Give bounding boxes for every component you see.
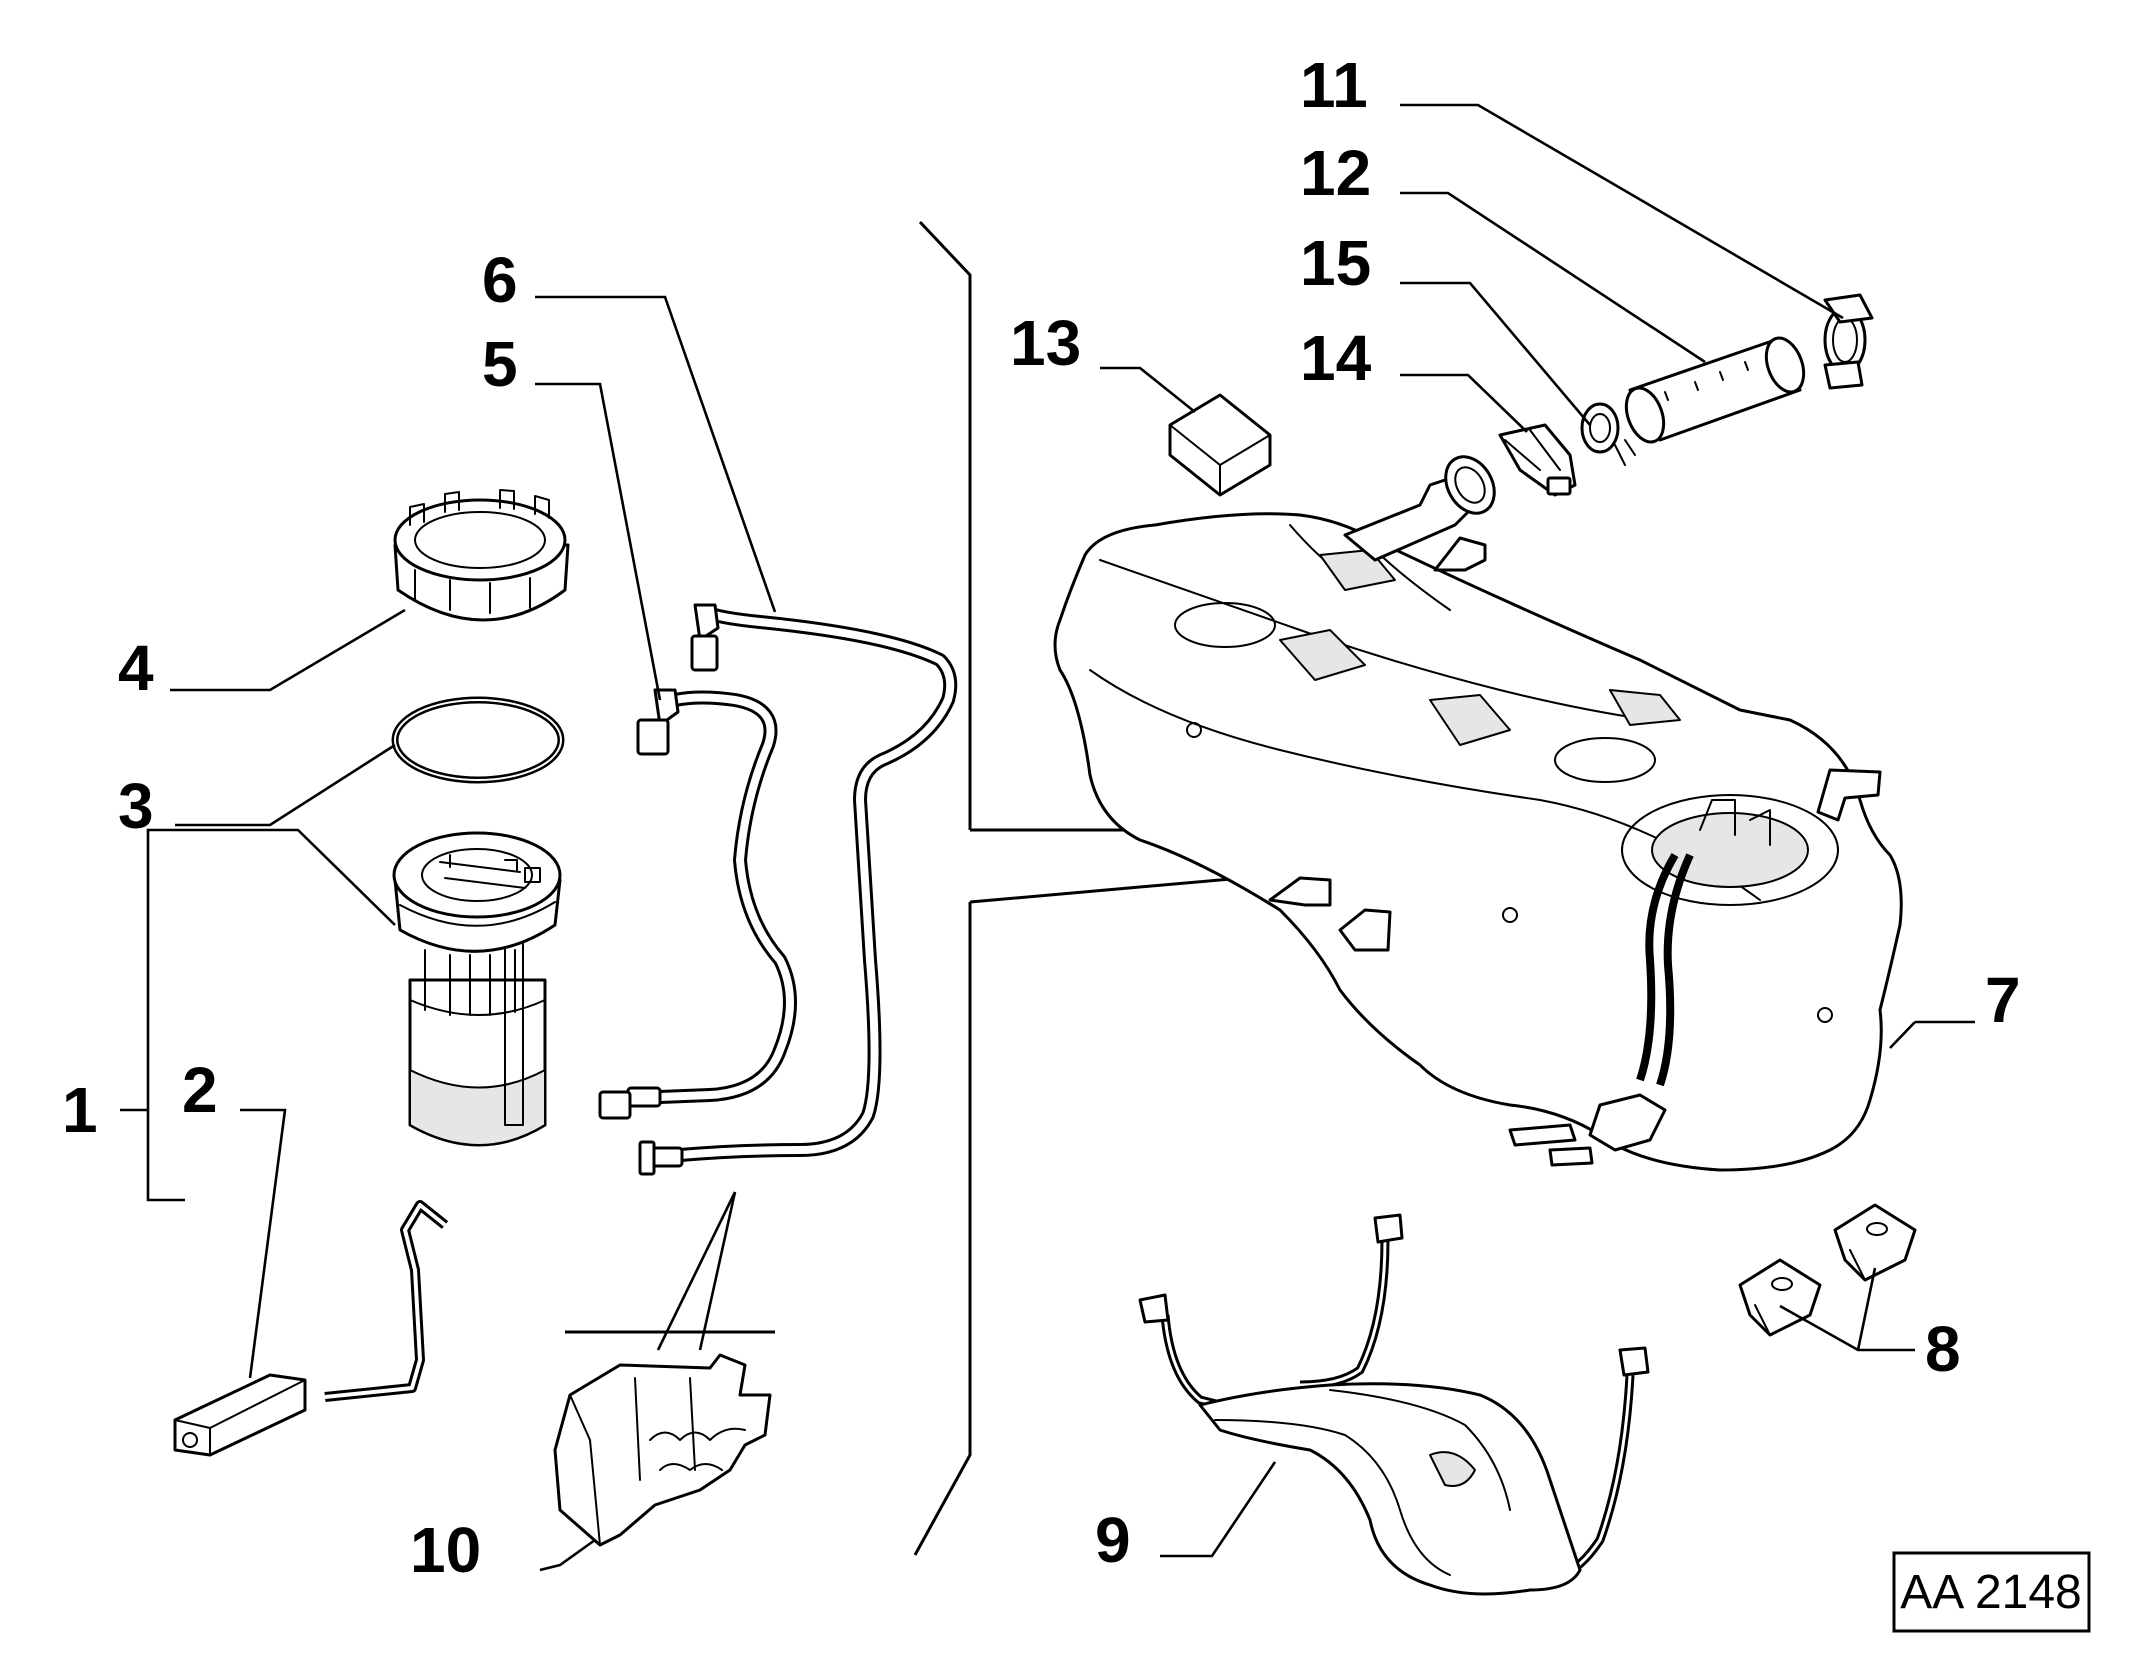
- part-label-1: 1: [62, 1074, 98, 1146]
- part-label-3: 3: [118, 770, 154, 842]
- reference-code: AA 2148: [1900, 1566, 2082, 1619]
- fuel-pump-module-drawing: [392, 831, 562, 1147]
- fuel-tank-drawing: [1053, 455, 1903, 1172]
- leader-lines: [120, 103, 1975, 1572]
- part-label-7: 7: [1985, 964, 2021, 1036]
- part-label-2: 2: [182, 1054, 218, 1126]
- filler-hose-parts-drawing: [1498, 293, 1874, 497]
- part-label-8: 8: [1925, 1313, 1961, 1385]
- heat-shield-drawing: [1138, 1213, 1650, 1596]
- part-label-10: 10: [410, 1514, 481, 1586]
- ring-nut-drawing: [393, 489, 570, 622]
- fuel-pipes-drawing: [598, 603, 958, 1176]
- gasket-drawing: [391, 696, 565, 784]
- part-label-5: 5: [482, 328, 518, 400]
- part-label-13: 13: [1010, 307, 1081, 379]
- brackets-drawing: [1738, 1203, 1917, 1337]
- part-label-4: 4: [118, 632, 154, 704]
- part-label-11: 11: [1300, 49, 1368, 121]
- part-label-9: 9: [1095, 1504, 1131, 1576]
- pad-drawing: [1168, 393, 1272, 497]
- part-label-15: 15: [1300, 227, 1371, 299]
- part-label-6: 6: [482, 244, 518, 316]
- pipe-clip-drawing: [553, 1330, 775, 1547]
- reference-code-box: AA 2148: [1892, 1551, 2091, 1633]
- level-sensor-drawing: [173, 1200, 449, 1457]
- part-label-12: 12: [1300, 137, 1371, 209]
- part-labels: 1 2 3 4 5 6 7 8 9 10 11 12 13 14 15: [62, 49, 2021, 1586]
- part-label-14: 14: [1300, 322, 1372, 394]
